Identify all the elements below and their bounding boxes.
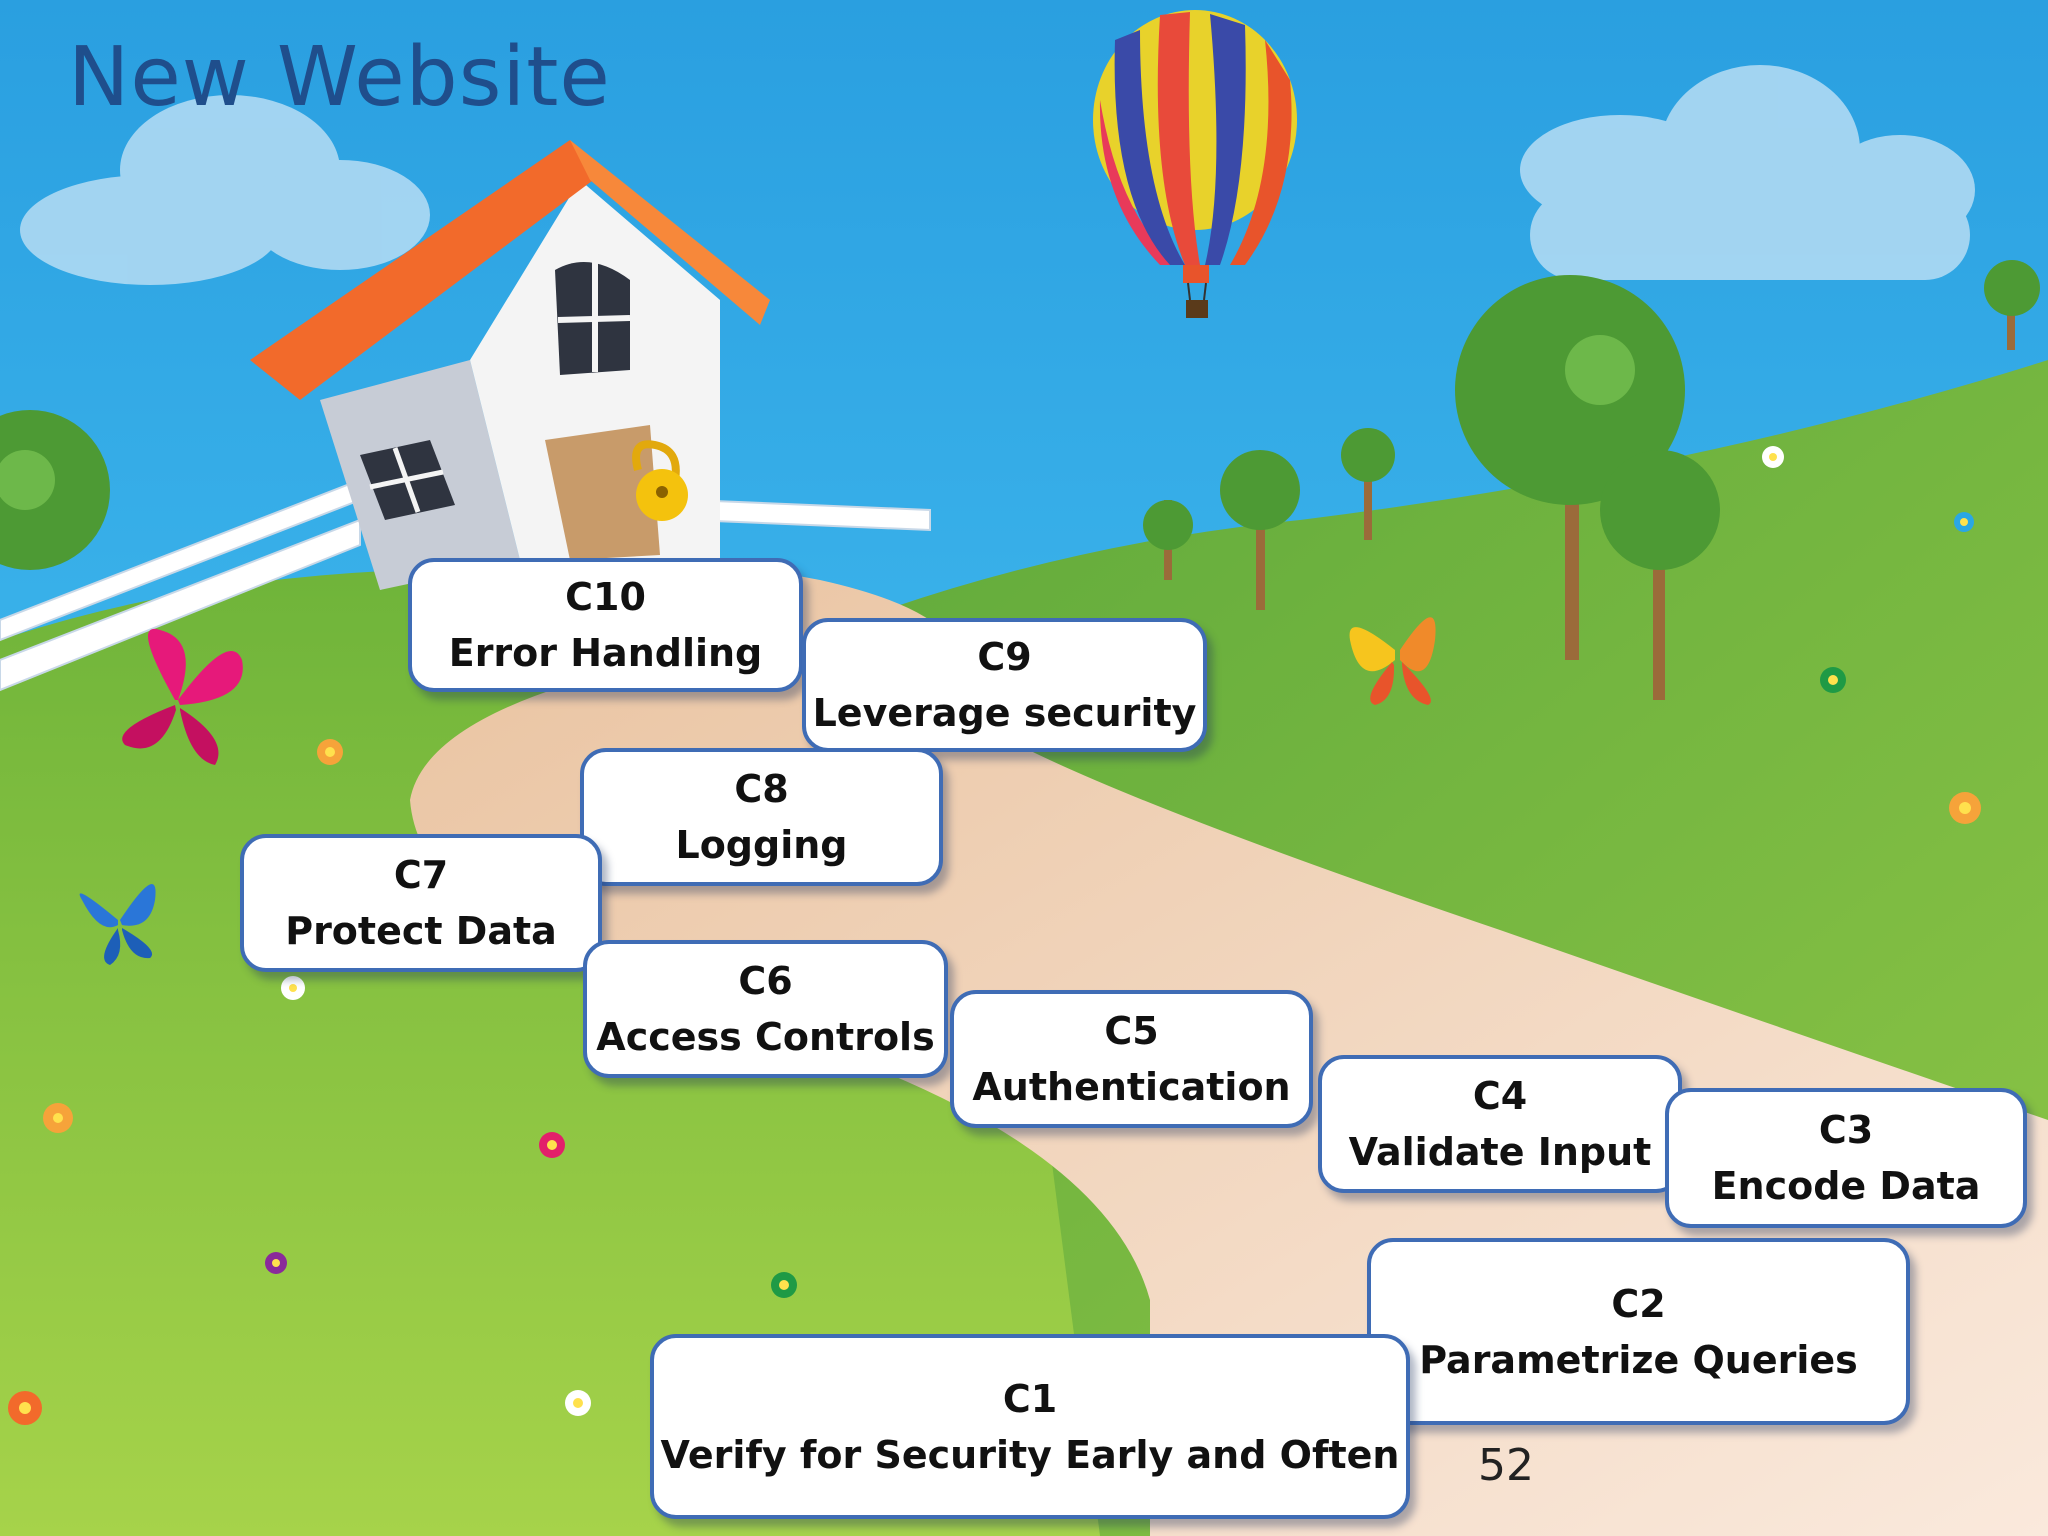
step-c1: C1 Verify for Security Early and Often (650, 1334, 1410, 1519)
page-number: 52 (1478, 1440, 1534, 1491)
fence-icon (0, 478, 931, 692)
tree-icon (0, 410, 110, 570)
step-c5: C5 Authentication (950, 990, 1313, 1128)
step-c9: C9 Leverage security (802, 618, 1207, 752)
flower-icon (8, 446, 1981, 1425)
butterfly-icon (122, 628, 243, 765)
step-code: C6 (738, 959, 793, 1003)
butterfly-icon (1349, 617, 1436, 705)
step-code: C2 (1611, 1281, 1666, 1326)
step-c8: C8 Logging (580, 748, 943, 886)
step-label: Parametrize Queries (1419, 1337, 1858, 1382)
step-c7: C7 Protect Data (240, 834, 602, 972)
cloud-icon (1520, 65, 1975, 280)
step-label: Verify for Security Early and Often (660, 1432, 1400, 1477)
step-label: Protect Data (285, 909, 557, 953)
step-code: C9 (977, 635, 1032, 679)
step-label: Validate Input (1348, 1130, 1652, 1174)
page-title: New Website (68, 30, 611, 125)
step-label: Encode Data (1711, 1164, 1981, 1208)
padlock-icon (632, 440, 688, 521)
step-c2: C2 Parametrize Queries (1367, 1238, 1910, 1425)
tree-icon (1143, 260, 2040, 700)
step-c4: C4 Validate Input (1318, 1055, 1682, 1193)
step-label: Error Handling (448, 631, 763, 675)
hot-air-balloon-icon (1093, 10, 1297, 318)
butterfly-icon (79, 884, 156, 965)
step-label: Leverage security (812, 691, 1197, 735)
step-label: Access Controls (596, 1015, 935, 1059)
step-code: C8 (734, 767, 789, 811)
step-code: C10 (565, 575, 646, 619)
cloud-icon (20, 95, 430, 285)
step-label: Logging (675, 823, 848, 867)
step-c3: C3 Encode Data (1665, 1088, 2027, 1228)
step-code: C1 (1002, 1376, 1058, 1421)
step-c10: C10 Error Handling (408, 558, 803, 692)
step-code: C7 (393, 853, 449, 897)
step-c6: C6 Access Controls (583, 940, 948, 1078)
house-icon (250, 140, 770, 590)
step-code: C3 (1818, 1108, 1874, 1152)
step-code: C4 (1472, 1074, 1528, 1118)
step-label: Authentication (972, 1065, 1291, 1109)
step-code: C5 (1104, 1009, 1159, 1053)
